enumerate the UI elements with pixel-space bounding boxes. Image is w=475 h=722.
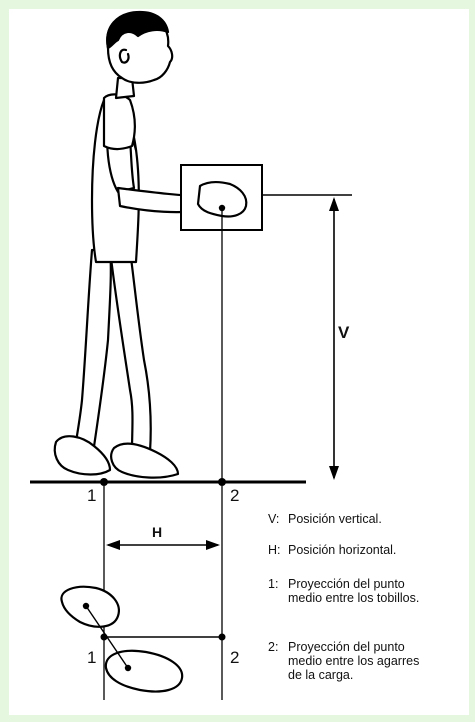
ear <box>118 48 130 64</box>
legend-item-h: H: Posición horizontal. <box>268 543 463 557</box>
h-arrow-head-right <box>206 540 220 550</box>
legend-key: H: <box>268 543 281 557</box>
back-leg <box>72 248 112 462</box>
legend-text: Proyección del punto medio entre los aga… <box>288 640 420 682</box>
h-label: H <box>152 524 163 540</box>
plan-point-2-label: 2 <box>230 648 240 667</box>
hair <box>106 10 170 50</box>
v-label: V <box>338 323 350 342</box>
legend-item-1: 1: Proyección del punto medio entre los … <box>268 577 428 605</box>
legend-key: V: <box>268 512 280 526</box>
h-arrow-head-left <box>106 540 120 550</box>
back-shoe <box>53 435 112 476</box>
footprint-left <box>60 585 120 628</box>
hand <box>196 180 248 218</box>
v-arrow-head-top <box>329 197 339 211</box>
legend-key: 2: <box>268 640 279 654</box>
ground-point-2 <box>218 478 226 486</box>
v-arrow-head-bottom <box>329 466 339 480</box>
ground-point-1 <box>100 478 108 486</box>
point-1-label: 1 <box>87 486 97 505</box>
footprint-right <box>104 649 184 693</box>
front-leg <box>108 248 152 454</box>
legend-item-2: 2: Proyección del punto medio entre los … <box>268 640 428 682</box>
legend-item-v: V: Posición vertical. <box>268 512 463 526</box>
grip-point <box>218 204 226 212</box>
worker-figure <box>53 10 208 479</box>
point-2-label: 2 <box>230 486 240 505</box>
sleeve <box>102 93 136 151</box>
legend-text: Posición vertical. <box>288 512 382 526</box>
legend-key: 1: <box>268 577 279 591</box>
legend-text: Proyección del punto medio entre los tob… <box>288 577 420 605</box>
legend-text: Posición horizontal. <box>288 543 397 557</box>
front-shoe <box>110 442 180 479</box>
plan-point-1-label: 1 <box>87 648 97 667</box>
